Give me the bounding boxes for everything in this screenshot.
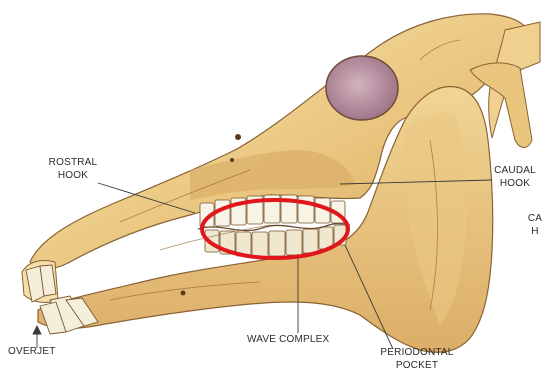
- overjet-label: OVERJET: [8, 345, 56, 358]
- caudal-hook-label: CAUDAL HOOK: [484, 164, 544, 190]
- wave-complex-label: WAVE COMPLEX: [247, 333, 329, 346]
- mental-foramen: [181, 291, 186, 296]
- cropped-label-line2: H: [526, 225, 544, 238]
- periodontal-pocket-label-line1: PERIODONTAL: [378, 346, 456, 359]
- cropped-label: CA H: [526, 212, 544, 238]
- cropped-label-line1: CA: [526, 212, 544, 225]
- rostral-hook-label-line1: ROSTRAL: [40, 156, 106, 169]
- infraorbital-foramen: [235, 134, 241, 140]
- rostral-hook-label: ROSTRAL HOOK: [40, 156, 106, 182]
- caudal-hook-label-line1: CAUDAL: [484, 164, 544, 177]
- periodontal-pocket-label: PERIODONTAL POCKET: [378, 346, 456, 372]
- eye-socket: [326, 56, 398, 120]
- caudal-hook-label-line2: HOOK: [484, 177, 544, 190]
- periodontal-pocket-label-line2: POCKET: [378, 359, 456, 372]
- rostral-hook-label-line2: HOOK: [40, 169, 106, 182]
